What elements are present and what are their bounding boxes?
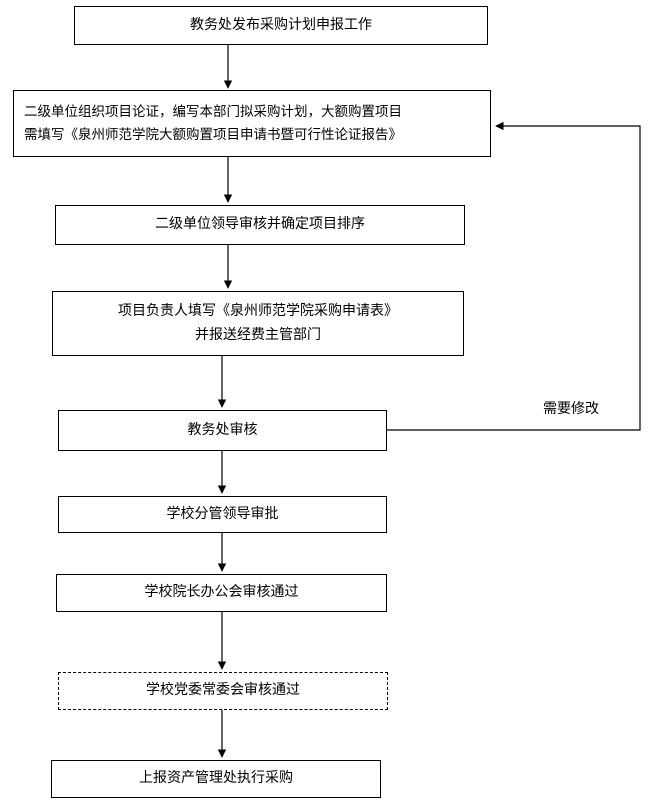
node-submit-procurement-label: 上报资产管理处执行采购 — [139, 770, 293, 787]
node-academic-review: 教务处审核 — [58, 410, 387, 451]
node-unit-demonstration-line1: 二级单位组织项目论证，编写本部门拟采购计划，大额购置项目 — [24, 104, 402, 121]
node-unit-demonstration: 二级单位组织项目论证，编写本部门拟采购计划，大额购置项目 需填写《泉州师范学院大… — [13, 90, 491, 157]
feedback-label: 需要修改 — [543, 401, 599, 417]
node-party-committee: 学校党委常委会审核通过 — [58, 672, 388, 710]
node-fill-application-line1: 项目负责人填写《泉州师范学院采购申请表》 — [118, 303, 398, 320]
node-president-office-meeting-label: 学校院长办公会审核通过 — [144, 584, 299, 601]
node-fill-application: 项目负责人填写《泉州师范学院采购申请表》 并报送经费主管部门 — [52, 291, 464, 356]
node-unit-demonstration-line2: 需填写《泉州师范学院大额购置项目申请书暨可行性论证报告》 — [24, 126, 402, 143]
node-unit-leader-review: 二级单位领导审核并确定项目排序 — [55, 205, 465, 245]
node-unit-leader-review-label: 二级单位领导审核并确定项目排序 — [155, 216, 365, 233]
node-submit-procurement: 上报资产管理处执行采购 — [51, 760, 381, 798]
node-publish-plan: 教务处发布采购计划申报工作 — [74, 6, 488, 45]
node-president-office-meeting: 学校院长办公会审核通过 — [56, 574, 387, 612]
node-vice-president-approval: 学校分管领导审批 — [58, 496, 387, 533]
node-party-committee-label: 学校党委常委会审核通过 — [146, 682, 300, 699]
node-publish-plan-label: 教务处发布采购计划申报工作 — [190, 16, 372, 33]
feedback-loop-line — [387, 121, 641, 431]
node-academic-review-label: 教务处审核 — [187, 421, 258, 438]
node-vice-president-approval-label: 学校分管领导审批 — [166, 505, 279, 522]
node-fill-application-line2: 并报送经费主管部门 — [195, 326, 321, 343]
